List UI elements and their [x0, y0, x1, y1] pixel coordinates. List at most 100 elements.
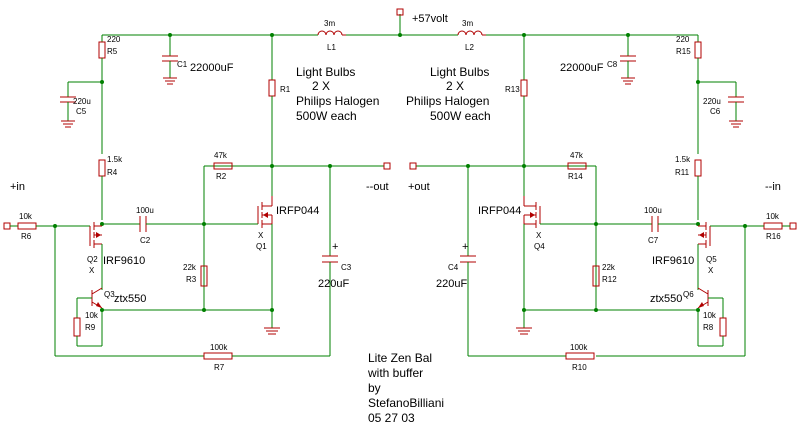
C1-value: 22000uF: [190, 62, 234, 74]
resistor-R8: [719, 317, 727, 337]
R5-value: 220: [107, 35, 121, 44]
R16-ref: R16: [766, 232, 781, 241]
Q1-model: IRFP044: [276, 205, 319, 217]
resistor-R16: [763, 222, 783, 230]
Q3-model: ztx550: [114, 293, 146, 305]
C3-polarity: +: [332, 241, 338, 253]
C4-value: 220uF: [436, 278, 467, 290]
R1-ref: R1: [280, 85, 291, 94]
R11-value: 1.5k: [675, 155, 691, 164]
C5-value: 220u: [73, 97, 91, 106]
resistor-R10: [565, 352, 595, 360]
terminal-out-pos: [409, 162, 417, 170]
C5-ref: C5: [76, 107, 87, 116]
R8-value: 10k: [703, 311, 717, 320]
C6-ref: C6: [710, 107, 721, 116]
C4-ref: C4: [448, 263, 459, 272]
C8-ref: C8: [607, 60, 618, 69]
R2-value: 47k: [214, 151, 228, 160]
C7-ref: C7: [648, 236, 659, 245]
Q6-ref: Q6: [683, 290, 694, 299]
resistor-R6: [17, 222, 37, 230]
inductor-L2: [457, 30, 486, 36]
mosfet-Q5: [698, 222, 711, 248]
R2-ref: R2: [216, 172, 227, 181]
load-right-line2: 2 X: [446, 79, 464, 93]
load-right-line3: Philips Halogen: [406, 94, 489, 108]
C2-value: 100u: [136, 206, 154, 215]
resistor-R7: [203, 352, 233, 360]
R3-ref: R3: [186, 275, 197, 284]
title-line4: StefanoBilliani: [368, 396, 444, 410]
Q5-ref: Q5: [706, 255, 717, 264]
port-in-neg: --in: [765, 181, 781, 193]
Q4-x: X: [536, 231, 542, 240]
resistor-R1: [268, 79, 276, 97]
resistor-R15: [694, 41, 702, 59]
R5-ref: R5: [107, 47, 118, 56]
R3-value: 22k: [183, 263, 197, 272]
R9-value: 10k: [85, 311, 99, 320]
load-right-line4: 500W each: [430, 109, 491, 123]
R10-ref: R10: [572, 363, 587, 372]
load-left-line3: Philips Halogen: [296, 94, 379, 108]
Q5-x: X: [708, 266, 714, 275]
C6-value: 220u: [703, 97, 721, 106]
R4-ref: R4: [107, 168, 118, 177]
load-left-line1: Light Bulbs: [296, 65, 355, 79]
terminal-in-pos: [3, 222, 11, 230]
resistor-R14: [567, 162, 587, 170]
R10-value: 100k: [570, 343, 588, 352]
R14-ref: R14: [568, 172, 583, 181]
mosfet-Q1: [257, 196, 273, 228]
R7-value: 100k: [210, 343, 228, 352]
title-line3: by: [368, 381, 381, 395]
Q3-ref: Q3: [104, 290, 115, 299]
inductor-L1-ref: L1: [327, 43, 336, 52]
resistor-R12: [592, 265, 600, 287]
R4-value: 1.5k: [107, 155, 123, 164]
resistor-R3: [200, 265, 208, 287]
R11-ref: R11: [675, 168, 690, 177]
mosfet-Q2: [89, 222, 102, 248]
C3-ref: C3: [341, 263, 352, 272]
port-out-pos: +out: [408, 181, 430, 193]
resistor-R9: [73, 317, 81, 337]
title-line1: Lite Zen Bal: [368, 351, 432, 365]
supply-label: +57volt: [412, 13, 448, 25]
load-right-line1: Light Bulbs: [430, 65, 489, 79]
title-line2: with buffer: [367, 366, 423, 380]
supply-rail: [102, 8, 698, 37]
C7-value: 100u: [644, 206, 662, 215]
load-left-line2: 2 X: [312, 79, 330, 93]
Q2-model: IRF9610: [103, 255, 145, 267]
resistor-R5: [98, 41, 106, 59]
Q1-x: X: [258, 231, 264, 240]
R7-ref: R7: [214, 363, 225, 372]
C4-polarity: +: [462, 241, 468, 253]
Q2-ref: Q2: [87, 255, 98, 264]
resistor-R2: [213, 162, 233, 170]
supply-terminal: [396, 8, 404, 16]
C2-ref: C2: [140, 236, 151, 245]
R15-value: 220: [676, 35, 690, 44]
Q4-ref: Q4: [534, 242, 545, 251]
Q6-model: ztx550: [650, 293, 682, 305]
R12-value: 22k: [602, 263, 616, 272]
R6-ref: R6: [21, 232, 32, 241]
R16-value: 10k: [766, 212, 780, 221]
Q4-model: IRFP044: [478, 205, 521, 217]
transistor-Q6: [697, 287, 709, 309]
Q5-model: IRF9610: [652, 255, 694, 267]
R6-value: 10k: [19, 212, 33, 221]
inductor-L2-value: 3m: [462, 19, 473, 28]
transistor-Q3: [91, 287, 103, 309]
R8-ref: R8: [703, 323, 714, 332]
R15-ref: R15: [676, 47, 691, 56]
inductor-L1: [317, 30, 346, 36]
R12-ref: R12: [602, 275, 617, 284]
C3-value: 220uF: [318, 278, 349, 290]
C1-ref: C1: [177, 60, 188, 69]
title-line5: 05 27 03: [368, 411, 415, 425]
